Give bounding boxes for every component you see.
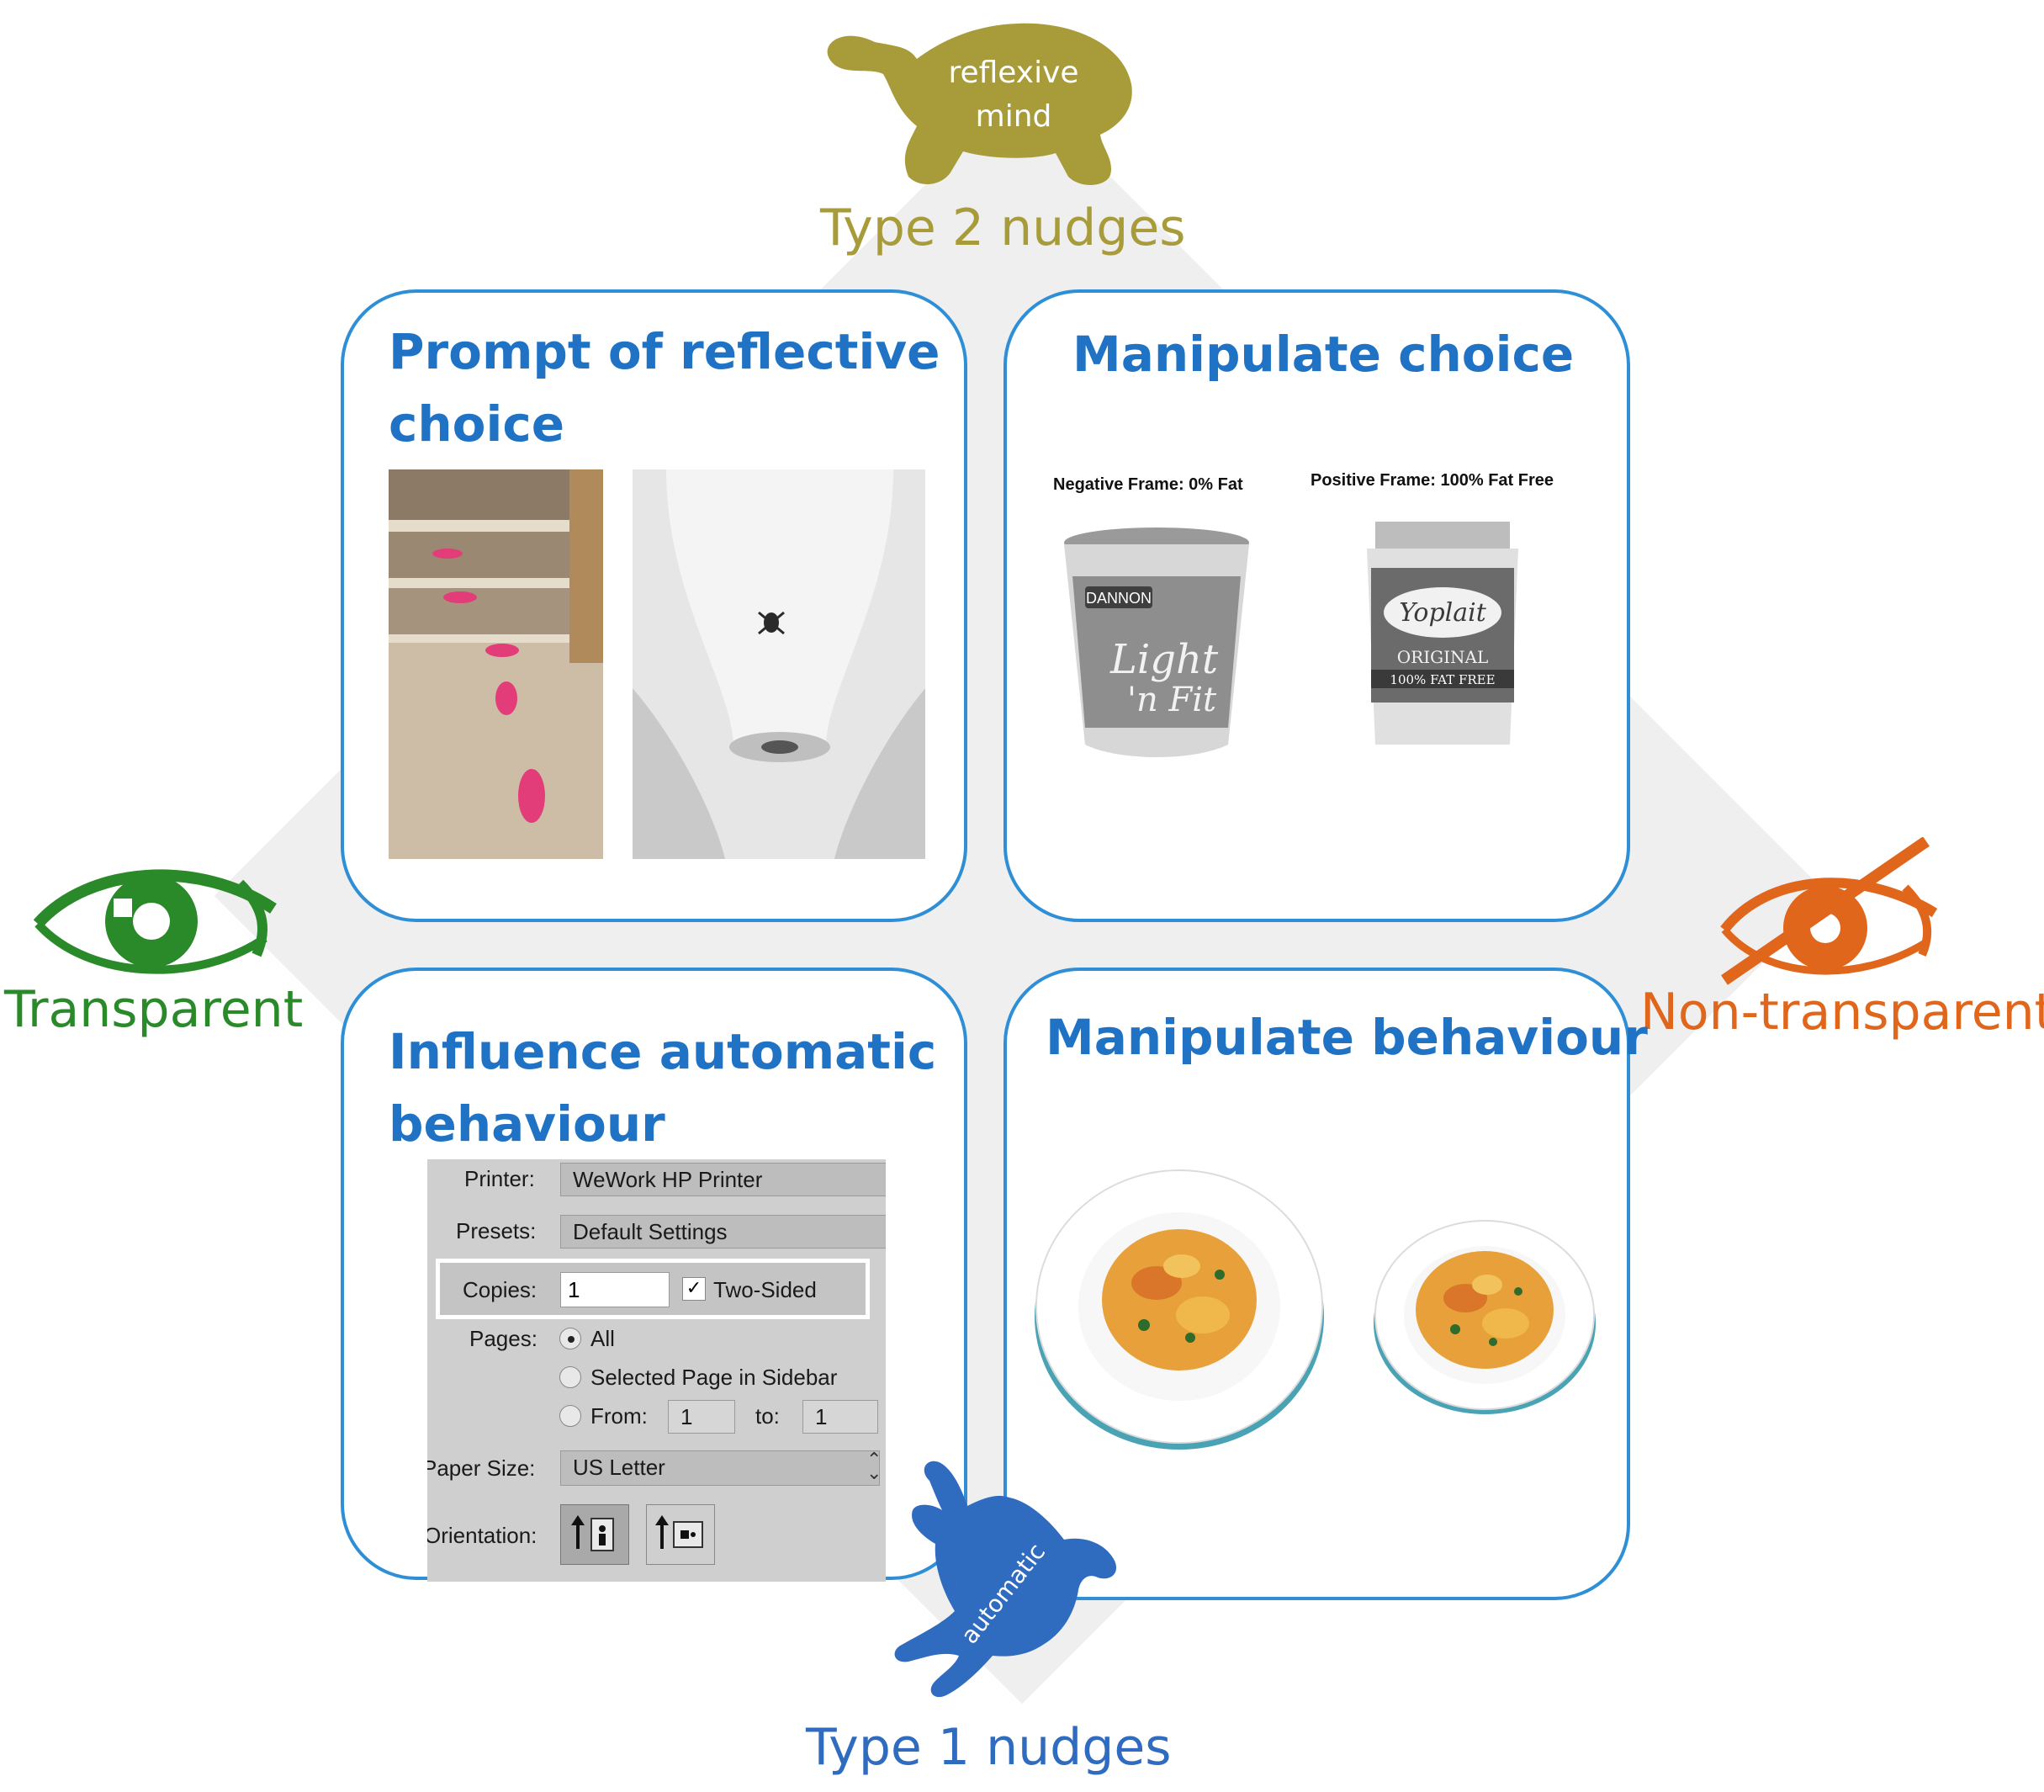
landscape-orientation-button[interactable]	[646, 1504, 715, 1565]
svg-text:Light: Light	[1109, 636, 1219, 683]
print-dialog: Printer: WeWork HP Printer Presets: Defa…	[427, 1159, 886, 1582]
paper-size-label: Paper Size:	[427, 1455, 536, 1481]
type-2-nudges-label: Type 2 nudges	[820, 199, 1186, 257]
presets-label: Presets:	[456, 1218, 537, 1243]
yogurt-cup-yoplait: Yoplait ORIGINAL 100% FAT FREE	[1367, 522, 1518, 745]
yogurt-cup-dannon: DANNON Light 'n Fit	[1064, 528, 1249, 757]
two-sided-label: Two-Sided	[713, 1277, 817, 1302]
non-transparent-label: Non-transparent	[1640, 983, 2044, 1042]
quadrant-title-line2: behaviour	[389, 1095, 665, 1153]
svg-text:DANNON: DANNON	[1086, 590, 1152, 607]
quadrant-title-line1: Prompt of reflective	[389, 323, 940, 380]
orientation-label: Orientation:	[427, 1523, 537, 1548]
quadrant-title: Manipulate behaviour	[1046, 1009, 1648, 1066]
pages-all-radio[interactable]	[559, 1328, 581, 1349]
svg-text:'n Fit: 'n Fit	[1127, 681, 1217, 719]
to-input[interactable]: 1	[802, 1400, 878, 1434]
pages-from-radio[interactable]	[559, 1405, 581, 1427]
type-1-nudges-label: Type 1 nudges	[806, 1718, 1172, 1777]
transparent-label: Transparent	[4, 980, 304, 1039]
from-input[interactable]: 1	[668, 1400, 735, 1434]
pages-all-label: All	[590, 1326, 615, 1351]
presets-select[interactable]: Default Settings	[560, 1215, 886, 1249]
pages-selected-label: Selected Page in Sidebar	[590, 1365, 838, 1390]
pages-to-label: to:	[755, 1403, 780, 1429]
quadrant-title-line2: choice	[389, 395, 565, 453]
paper-size-select[interactable]: US Letter	[560, 1450, 880, 1486]
printer-select[interactable]: WeWork HP Printer	[560, 1163, 886, 1196]
portrait-icon	[571, 1515, 614, 1551]
copies-input[interactable]: 1	[560, 1272, 670, 1307]
turtle-icon: reflexive mind	[827, 23, 1132, 185]
quadrant-title-line1: Influence automatic	[389, 1023, 937, 1080]
positive-frame-label: Positive Frame: 100% Fat Free	[1311, 471, 1554, 490]
rabbit-icon: automatic	[894, 1461, 1117, 1698]
negative-frame-label: Negative Frame: 0% Fat	[1053, 475, 1243, 494]
pages-from-label: From:	[590, 1403, 648, 1429]
portrait-orientation-button[interactable]	[560, 1504, 629, 1565]
svg-text:Yoplait: Yoplait	[1399, 598, 1487, 628]
stairs-footprints-photo	[389, 469, 603, 859]
large-plate-pasta	[1035, 1169, 1324, 1450]
printer-label: Printer:	[464, 1166, 535, 1191]
small-plate-pasta	[1374, 1220, 1596, 1414]
landscape-icon	[655, 1515, 703, 1549]
two-sided-checkbox[interactable]: ✓	[682, 1277, 706, 1301]
svg-text:100% FAT FREE: 100% FAT FREE	[1390, 672, 1495, 687]
pages-selected-radio[interactable]	[559, 1366, 581, 1388]
turtle-text-2: mind	[976, 99, 1052, 134]
chevron-updown-icon: ⌃⌄	[866, 1450, 882, 1484]
quadrant-title: Manipulate choice	[1072, 326, 1575, 383]
turtle-text-1: reflexive	[948, 56, 1078, 90]
pages-label: Pages:	[469, 1326, 537, 1351]
crossed-eye-icon	[1720, 837, 1938, 985]
svg-text:ORIGINAL: ORIGINAL	[1397, 647, 1488, 667]
urinal-fly-photo	[633, 469, 925, 859]
eye-icon	[33, 869, 277, 974]
copies-label: Copies:	[463, 1277, 537, 1302]
